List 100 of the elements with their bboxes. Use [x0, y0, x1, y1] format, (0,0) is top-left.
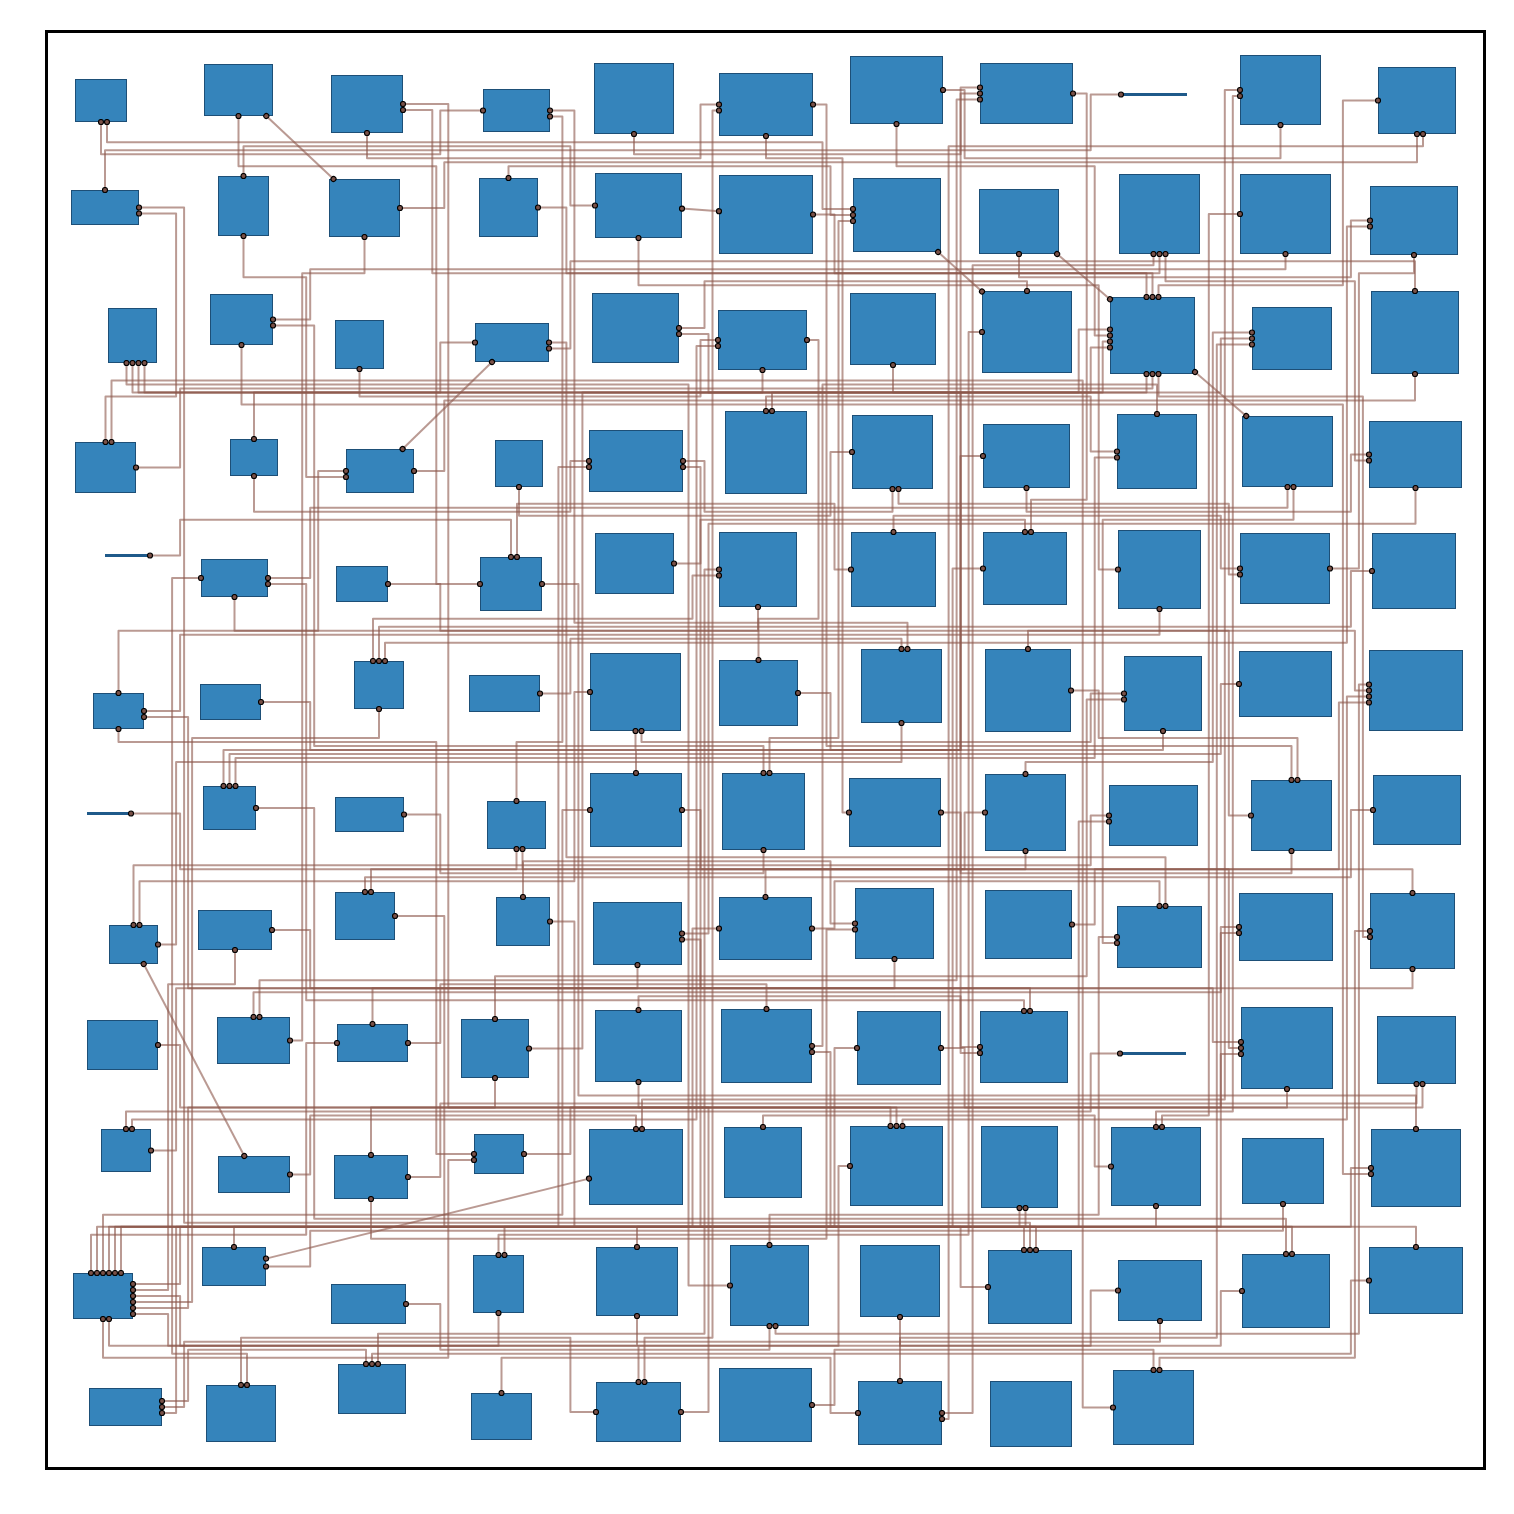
connector-line — [519, 845, 1245, 1052]
connector-line — [115, 467, 350, 697]
connector-line — [519, 860, 859, 927]
connector-line — [808, 383, 1161, 1050]
connector-line — [766, 933, 1121, 1249]
block — [1371, 1129, 1461, 1207]
block — [725, 411, 807, 494]
block — [980, 63, 1073, 124]
connector-line — [250, 326, 1114, 443]
connector-line — [154, 1041, 499, 1109]
thin-bar — [1121, 93, 1187, 96]
connector-line — [937, 1044, 1291, 1109]
connector-line — [154, 719, 905, 948]
connector-line — [1191, 368, 1250, 420]
connector-line — [402, 1300, 773, 1351]
connector-line — [495, 328, 986, 1259]
connector-line — [97, 107, 487, 156]
block — [335, 320, 384, 369]
block — [980, 1011, 1068, 1083]
block — [198, 910, 272, 950]
block — [985, 649, 1071, 732]
connector-line — [809, 101, 1295, 784]
block — [857, 1011, 941, 1085]
connector-line — [501, 565, 987, 1259]
connector-line — [158, 1317, 1164, 1411]
connector-line — [1015, 217, 1374, 279]
connector-line — [140, 605, 1163, 715]
connector-line — [678, 936, 1416, 990]
connector-line — [257, 698, 639, 751]
block — [855, 888, 934, 959]
block — [75, 79, 127, 122]
connector-line — [99, 806, 594, 1277]
connector-line — [675, 330, 1150, 394]
connector-line — [762, 132, 853, 816]
block — [109, 925, 158, 964]
connector-line — [240, 232, 350, 481]
connector-line — [1016, 1164, 1375, 1228]
connector-line — [102, 210, 178, 446]
connector-line — [220, 452, 987, 790]
block — [1119, 174, 1200, 254]
connector-line — [99, 1156, 478, 1359]
connector-line — [679, 463, 1420, 1251]
block — [1369, 650, 1463, 731]
connector-line — [404, 983, 770, 1047]
block — [469, 675, 540, 712]
connector-line — [534, 204, 1150, 301]
connector-line — [759, 1114, 1115, 1170]
block — [852, 415, 933, 489]
block — [73, 1273, 133, 1319]
block — [719, 532, 797, 607]
connector-line — [638, 86, 1244, 1133]
block — [335, 892, 395, 940]
connector-line — [132, 370, 1156, 471]
connector-line — [630, 90, 984, 156]
block — [590, 653, 681, 731]
block — [331, 1284, 406, 1324]
block — [1371, 291, 1459, 374]
block — [1110, 297, 1195, 374]
block — [1240, 533, 1330, 604]
block — [589, 1129, 683, 1205]
block — [336, 566, 388, 602]
connector-line — [264, 483, 1291, 582]
connector-line — [1101, 483, 1297, 947]
connector-line — [391, 912, 1040, 1254]
block — [1239, 651, 1332, 717]
connector-line — [384, 580, 762, 632]
connector-line — [520, 1106, 900, 1158]
block — [1242, 1254, 1330, 1328]
block — [1118, 530, 1201, 609]
connector-line — [505, 165, 857, 219]
block — [981, 1126, 1058, 1208]
connector-line — [635, 234, 1122, 573]
connector-line — [937, 809, 1295, 875]
connector-line — [525, 366, 766, 1052]
connector-line — [367, 926, 859, 1240]
block — [471, 1393, 532, 1440]
connector-line — [129, 1080, 1426, 1312]
connector-line — [399, 106, 1156, 301]
block — [89, 1388, 162, 1426]
block — [474, 1134, 524, 1174]
connector-line — [400, 811, 767, 875]
connector-line — [250, 457, 593, 513]
block — [210, 294, 273, 345]
block — [1372, 533, 1456, 609]
connector-line — [250, 923, 1243, 1021]
connector-line — [105, 818, 1113, 1277]
block — [590, 773, 682, 847]
connector-line — [1152, 92, 1244, 1131]
connector-line — [545, 260, 1419, 352]
block — [230, 439, 278, 476]
connector-line — [122, 1050, 1124, 1133]
block — [202, 1247, 266, 1286]
connector-line — [633, 1225, 992, 1291]
connector-line — [140, 960, 248, 1160]
connector-line — [286, 1114, 640, 1178]
connector-line — [772, 681, 1373, 1335]
block — [1117, 906, 1202, 968]
block — [1117, 414, 1197, 489]
block — [354, 661, 404, 709]
block — [201, 559, 268, 597]
